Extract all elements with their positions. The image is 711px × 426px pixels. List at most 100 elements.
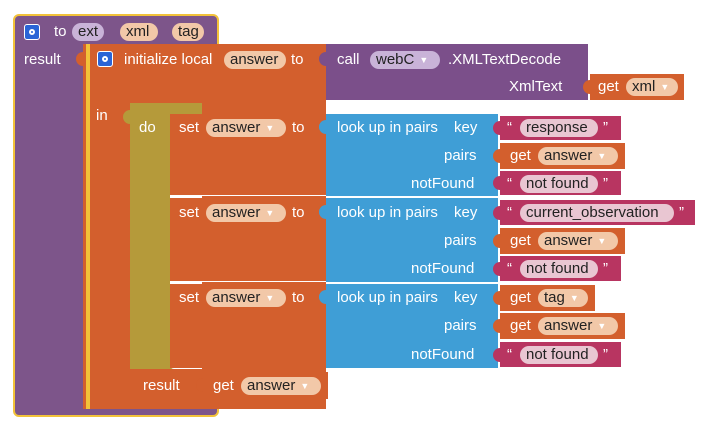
do-block-notch <box>123 110 130 124</box>
text-string-notch <box>493 262 500 276</box>
set-label: set <box>179 119 200 136</box>
get-keyword: get <box>510 147 531 164</box>
local-var-name-field[interactable]: answer <box>224 51 286 69</box>
text-string-notch <box>493 206 500 220</box>
call-block-output-notch <box>319 52 326 66</box>
lookup-in-pairs-block-3[interactable] <box>326 284 498 368</box>
procedure-param-tag[interactable]: tag <box>172 23 204 41</box>
lookup-in-pairs-block-2[interactable] <box>326 198 498 282</box>
set-to-label: to <box>292 204 305 221</box>
quote-open: “ <box>507 175 512 192</box>
set-to-label: to <box>292 119 305 136</box>
lookup-pairs-label: pairs <box>444 317 477 334</box>
get-var-dropdown[interactable]: answer ▼ <box>538 317 618 335</box>
text-string-value[interactable]: not found <box>520 260 598 278</box>
procedure-name-field[interactable]: ext <box>72 23 104 41</box>
lookup-notfound-label: notFound <box>411 346 475 363</box>
method-name: .XMLTextDecode <box>448 51 562 68</box>
text-string-notch <box>493 176 500 190</box>
get-answer-result-notch <box>196 378 203 392</box>
chevron-down-icon: ▼ <box>660 82 670 92</box>
get-answer-notch <box>493 149 500 163</box>
chevron-down-icon: ▼ <box>300 381 310 391</box>
procedure-param-xml[interactable]: xml <box>120 23 158 41</box>
get-keyword: get <box>510 317 531 334</box>
text-string-value[interactable]: response <box>520 119 598 137</box>
get-tag-notch <box>493 291 500 305</box>
get-xml-notch <box>583 80 590 94</box>
do-label: do <box>139 119 156 136</box>
lookup-key-label: key <box>454 204 478 221</box>
get-var-dropdown[interactable]: answer ▼ <box>538 147 618 165</box>
lookup-pairs-label: pairs <box>444 147 477 164</box>
component-dropdown[interactable]: webC ▼ <box>370 51 440 69</box>
get-var-dropdown[interactable]: answer ▼ <box>538 232 618 250</box>
procedure-mutator-gear-icon[interactable] <box>24 24 40 40</box>
initialize-local-gear-icon[interactable] <box>97 51 113 67</box>
lookup-notch <box>319 120 326 134</box>
lookup-key-label: key <box>454 289 478 306</box>
quote-open: “ <box>507 119 512 136</box>
call-xmltextdecode-block[interactable] <box>326 44 588 100</box>
chevron-down-icon: ▼ <box>569 293 579 303</box>
initialize-local-result-label: result <box>143 377 180 394</box>
get-answer-notch <box>493 319 500 333</box>
lookup-pairs-label: pairs <box>444 232 477 249</box>
text-string-value[interactable]: current_observation <box>520 204 674 222</box>
component-name: webC <box>376 51 415 68</box>
set-var-dropdown[interactable]: answer ▼ <box>206 204 286 222</box>
quote-open: “ <box>507 346 512 363</box>
set-var: answer <box>212 204 261 221</box>
set-to-label: to <box>292 289 305 306</box>
lookup-notch <box>319 290 326 304</box>
get-keyword: get <box>213 377 234 394</box>
lookup-notch <box>319 205 326 219</box>
quote-close: ” <box>603 119 608 136</box>
lookup-label: look up in pairs <box>337 289 438 306</box>
quote-open: “ <box>507 204 512 221</box>
chevron-down-icon: ▼ <box>597 236 607 246</box>
lookup-label: look up in pairs <box>337 119 438 136</box>
text-string-value[interactable]: not found <box>520 346 598 364</box>
get-xml-keyword: get <box>598 78 619 95</box>
get-xml-var: xml <box>632 78 656 95</box>
get-answer-notch <box>493 234 500 248</box>
get-keyword: get <box>510 289 531 306</box>
chevron-down-icon: ▼ <box>597 151 607 161</box>
initialize-local-inner-notch <box>86 44 90 409</box>
initialize-local-to-label: to <box>291 51 304 68</box>
lookup-label: look up in pairs <box>337 204 438 221</box>
lookup-in-pairs-block-1[interactable] <box>326 114 498 196</box>
get-var-dropdown[interactable]: tag ▼ <box>538 289 588 307</box>
get-var: answer <box>544 232 593 249</box>
get-var-dropdown[interactable]: answer ▼ <box>241 377 321 395</box>
set-label: set <box>179 204 200 221</box>
text-string-value[interactable]: not found <box>520 175 598 193</box>
call-label: call <box>337 51 360 68</box>
lookup-notfound-label: notFound <box>411 260 475 277</box>
quote-close: ” <box>603 346 608 363</box>
xmltext-arg-label: XmlText <box>509 78 563 95</box>
quote-close: ” <box>679 204 684 221</box>
chevron-down-icon: ▼ <box>419 55 429 65</box>
procedure-result-label: result <box>24 51 61 68</box>
chevron-down-icon: ▼ <box>265 208 275 218</box>
quote-close: ” <box>603 260 608 277</box>
initialize-local-label: initialize local <box>124 51 213 68</box>
get-keyword: get <box>510 232 531 249</box>
chevron-down-icon: ▼ <box>597 321 607 331</box>
chevron-down-icon: ▼ <box>265 293 275 303</box>
lookup-key-label: key <box>454 119 478 136</box>
set-var-dropdown[interactable]: answer▼ <box>206 119 286 137</box>
text-string-notch <box>493 121 500 135</box>
set-var: answer <box>212 289 261 306</box>
procedure-to-label: to <box>54 23 67 40</box>
get-var: answer <box>544 317 593 334</box>
get-var: answer <box>544 147 593 164</box>
get-var: answer <box>247 377 296 394</box>
set-var-dropdown[interactable]: answer ▼ <box>206 289 286 307</box>
get-xml-var-dropdown[interactable]: xml ▼ <box>626 78 678 96</box>
quote-open: “ <box>507 260 512 277</box>
chevron-down-icon: ▼ <box>265 123 275 133</box>
get-var: tag <box>544 289 565 306</box>
